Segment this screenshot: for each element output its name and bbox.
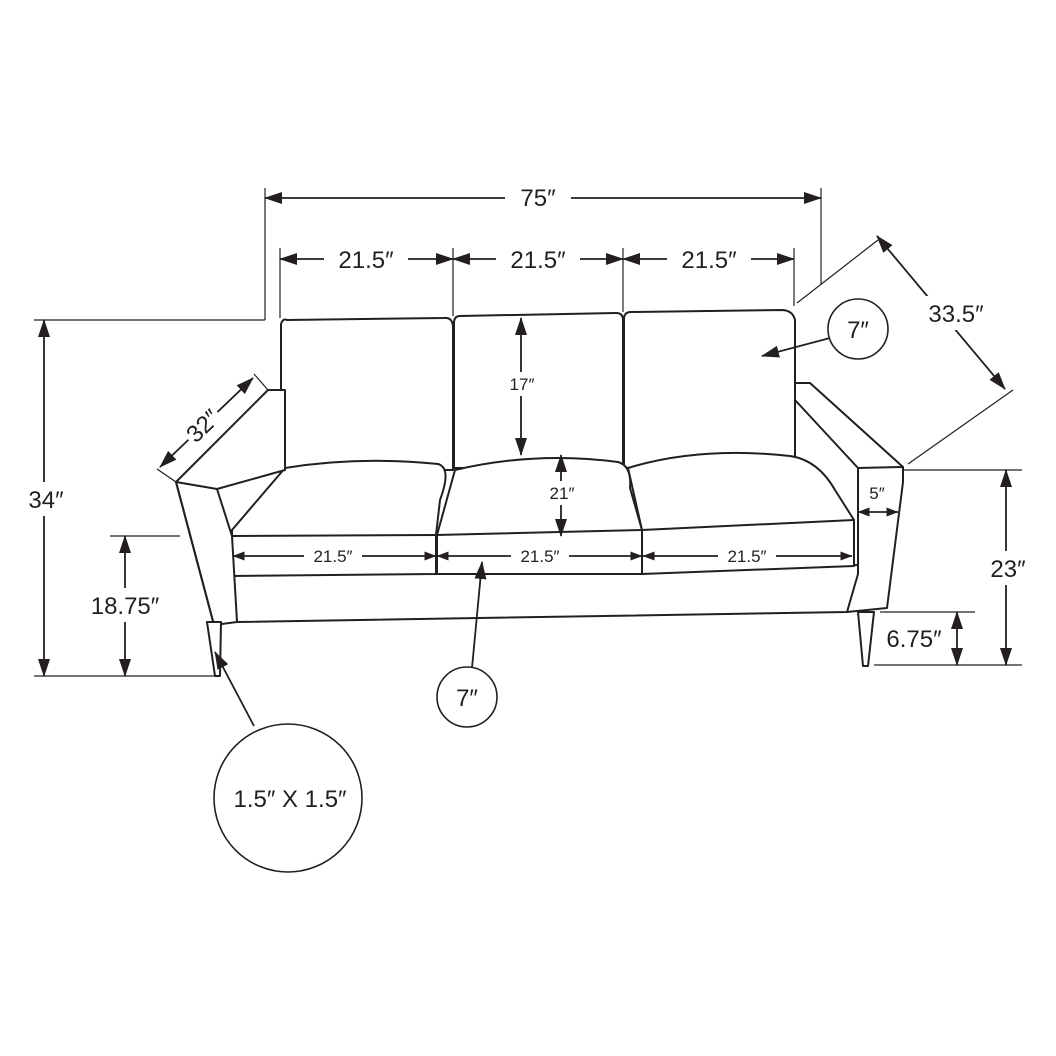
dimension-labels: 75″ 21.5″ 21.5″ 21.5″ 33.5″ 7″ 32″ 17″ 2… — [28, 185, 1026, 813]
label-overall-height: 34″ — [28, 487, 64, 514]
right-arm — [794, 382, 904, 613]
seat-cushion-right — [627, 451, 855, 575]
label-back-cushion-thickness: 7″ — [847, 317, 869, 344]
seat-cushion-middle — [436, 456, 643, 575]
label-back-cushion-width-2: 21.5″ — [510, 247, 566, 274]
sofa-drawing — [175, 309, 904, 677]
label-seat-height: 18.75″ — [91, 593, 160, 620]
label-back-cushion-width-3: 21.5″ — [681, 247, 737, 274]
label-seat-cushion-width-1: 21.5″ — [313, 547, 352, 566]
leg-right — [857, 611, 875, 667]
label-leg-size: 1.5″ X 1.5″ — [233, 786, 347, 813]
leg-left — [206, 621, 222, 677]
label-seat-cushion-thickness: 7″ — [456, 685, 478, 712]
label-back-cushion-width-1: 21.5″ — [338, 247, 394, 274]
label-seat-cushion-width-3: 21.5″ — [727, 547, 766, 566]
back-cushion-left — [280, 316, 454, 471]
back-cushion-thickness-callout — [827, 298, 889, 360]
dimension-lines — [22, 180, 1036, 727]
label-overall-depth: 33.5″ — [928, 301, 984, 328]
seat-cushion-left — [231, 459, 447, 577]
label-arm-height: 23″ — [990, 556, 1026, 583]
label-leg-height: 6.75″ — [886, 626, 942, 653]
back-cushion-right — [623, 309, 796, 469]
label-seat-depth: 21″ — [550, 484, 575, 503]
leg-size-callout — [213, 723, 363, 873]
seat-cushion-thickness-callout — [436, 666, 498, 728]
label-back-cushion-height: 17″ — [510, 375, 535, 394]
label-arm-width: 5″ — [869, 484, 884, 503]
label-overall-width: 75″ — [520, 185, 556, 212]
label-seat-cushion-width-2: 21.5″ — [520, 547, 559, 566]
